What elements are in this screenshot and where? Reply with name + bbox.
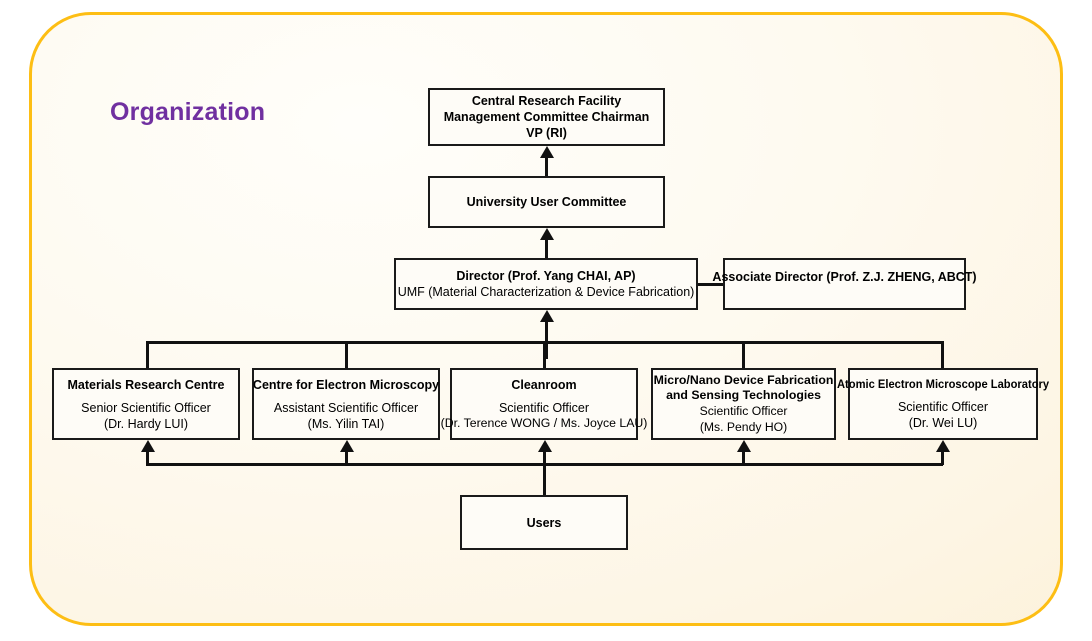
node-associate-director[interactable]: Associate Director (Prof. Z.J. ZHENG, AB… [712,258,977,310]
director-title: Director (Prof. Yang CHAI, AP) [456,269,636,283]
centre-5-title: Atomic Electron Microscope Laboratory [836,376,1050,391]
centre-3-title: Cleanroom [511,377,577,392]
drop-centre-2 [345,341,348,368]
centre-4-role: Scientific Officer [699,404,788,419]
node-university-user-committee[interactable]: University User Committee [428,176,665,228]
connector-director-to-uuc [545,240,548,258]
centre-4-title-line-2: and Sensing Technologies [666,388,821,403]
centre-2-title: Centre for Electron Microscopy [252,377,440,392]
riser-centre-5 [941,452,944,465]
arrowhead-users-to-centre-2 [339,440,354,452]
centre-4-person: (Ms. Pendy HO) [699,419,788,434]
riser-centre-1 [146,452,149,465]
arrowhead-uuc-to-crf [539,146,554,158]
page-title: Organization [110,98,266,126]
drop-centre-1 [146,341,149,368]
arrowhead-bus-to-director [539,310,554,322]
riser-centre-2 [345,452,348,465]
centre-5-role: Scientific Officer [897,400,989,415]
node-micro-nano-device-fabrication[interactable]: Micro/Nano Device Fabrication and Sensin… [651,368,836,440]
node-centre-for-electron-microscopy[interactable]: Centre for Electron Microscopy Assistant… [252,368,440,440]
centre-4-title-line-1: Micro/Nano Device Fabrication [653,372,834,387]
node-materials-research-centre[interactable]: Materials Research Centre Senior Scienti… [52,368,240,440]
centre-3-role: Scientific Officer [498,400,590,415]
connector-users-to-bus [543,463,546,495]
director-subtitle: UMF (Material Characterization & Device … [397,285,695,299]
uuc-title: University User Committee [466,195,627,209]
arrowhead-users-to-centre-4 [736,440,751,452]
drop-centre-3 [543,341,546,368]
connector-bus-stem-director [545,322,548,344]
centre-1-role: Senior Scientific Officer [81,400,211,415]
node-central-research-facility[interactable]: Central Research Facility Management Com… [428,88,665,146]
centre-1-person: (Dr. Hardy LUI) [103,416,189,431]
associate-director-title: Associate Director (Prof. Z.J. ZHENG, AB… [712,270,977,284]
centre-1-title: Materials Research Centre [67,377,225,392]
arrowhead-users-to-centre-5 [935,440,950,452]
centre-2-person: (Ms. Yilin TAI) [307,416,385,431]
users-title: Users [526,515,562,530]
crf-line-1: Central Research Facility [471,94,622,108]
node-users[interactable]: Users [460,495,628,550]
centre-2-role: Assistant Scientific Officer [273,400,419,415]
drop-centre-5 [941,341,944,368]
drop-centre-4 [742,341,745,368]
centre-3-person: (Dr. Terence WONG / Ms. Joyce LAU) [440,415,648,430]
arrowhead-users-to-centre-1 [140,440,155,452]
riser-centre-3 [543,452,546,465]
node-cleanroom[interactable]: Cleanroom Scientific Officer (Dr. Terenc… [441,368,647,440]
connector-director-to-associate [698,282,723,286]
connector-uuc-to-crf [545,158,548,176]
node-atomic-electron-microscope-laboratory[interactable]: Atomic Electron Microscope Laboratory Sc… [837,368,1049,440]
riser-centre-4 [742,452,745,465]
crf-line-2: Management Committee Chairman [443,110,650,124]
arrowhead-users-to-centre-3 [537,440,552,452]
node-director[interactable]: Director (Prof. Yang CHAI, AP) UMF (Mate… [394,258,698,310]
crf-line-3: VP (RI) [526,126,567,140]
arrowhead-director-to-uuc [539,228,554,240]
centre-5-person: (Dr. Wei LU) [908,416,978,431]
connector-bus-to-director [545,341,548,359]
